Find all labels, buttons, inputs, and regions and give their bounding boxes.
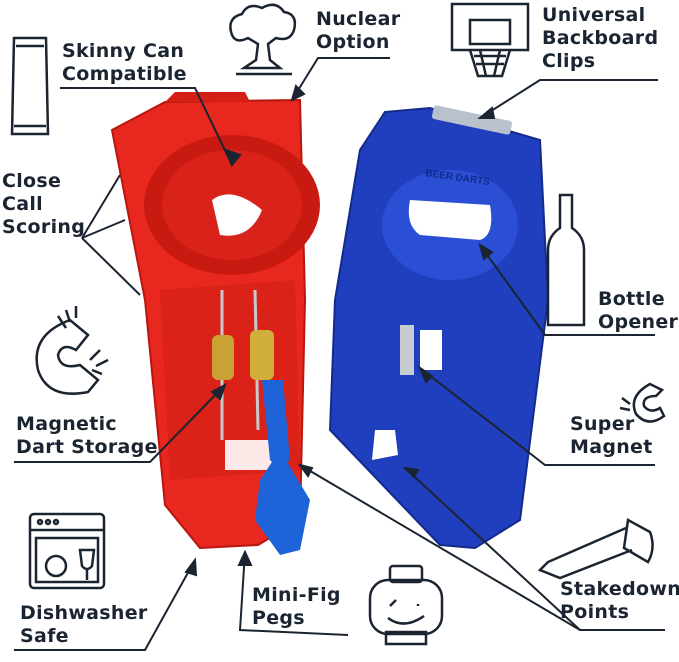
dart-pair bbox=[212, 289, 310, 555]
bottle-icon bbox=[546, 193, 586, 327]
callout-dishwasher-safe: Dishwasher Safe bbox=[20, 602, 148, 647]
callout-magnetic-dart-storage: Magnetic Dart Storage bbox=[16, 413, 158, 458]
minifig-head-icon bbox=[368, 564, 444, 646]
can-icon bbox=[10, 36, 50, 136]
callout-bottle-opener: Bottle Opener bbox=[598, 288, 679, 333]
blue-dart-case: BEER DARTS bbox=[328, 105, 550, 550]
callout-mini-fig-pegs: Mini-Fig Pegs bbox=[252, 584, 341, 629]
basketball-hoop-icon bbox=[450, 2, 530, 78]
callout-lines bbox=[14, 57, 665, 651]
horseshoe-magnet-icon bbox=[35, 306, 109, 395]
nuclear-cloud-icon bbox=[229, 3, 297, 76]
dishwasher-icon bbox=[28, 512, 106, 590]
callout-super-magnet: Super Magnet bbox=[570, 413, 653, 458]
callout-close-call-scoring: Close Call Scoring bbox=[2, 170, 86, 238]
callout-skinny-can: Skinny Can Compatible bbox=[62, 40, 187, 85]
callout-nuclear-option: Nuclear Option bbox=[316, 8, 401, 53]
callout-stakedown-points: Stakedown Points bbox=[560, 578, 679, 623]
callout-backboard-clips: Universal Backboard Clips bbox=[542, 4, 659, 72]
super-magnet-bar bbox=[400, 325, 414, 375]
bottle-opener-slot bbox=[408, 200, 492, 240]
stake-nail-icon bbox=[537, 518, 654, 580]
backboard-clip bbox=[431, 105, 513, 135]
small-magnet-icon bbox=[619, 382, 666, 423]
